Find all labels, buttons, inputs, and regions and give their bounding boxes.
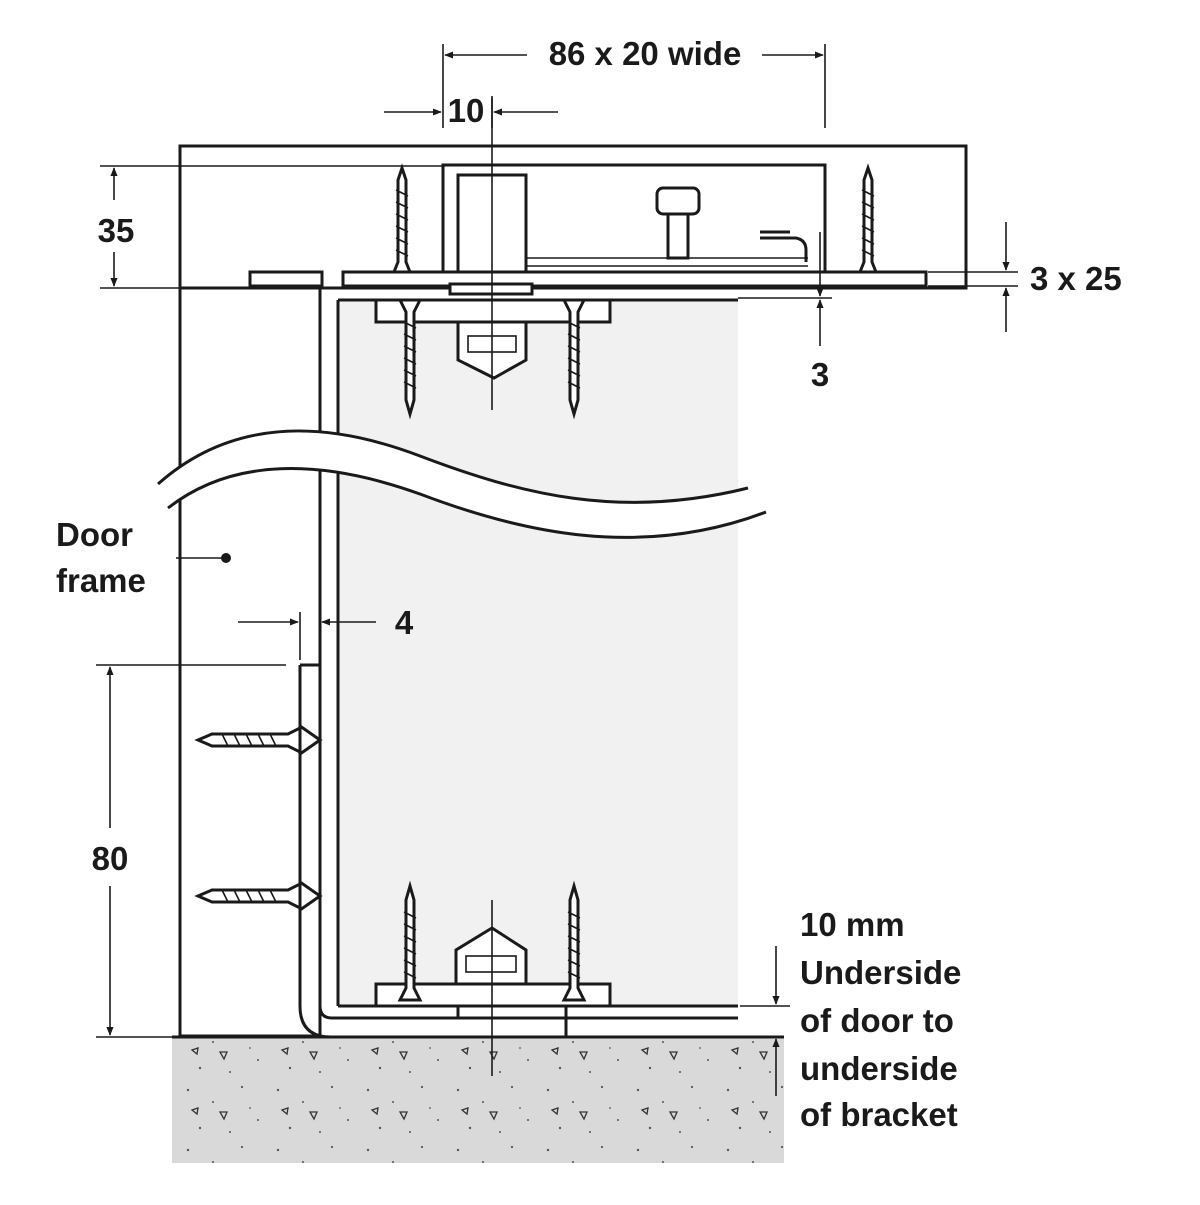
dim-height-80-label: 80 [92,840,129,877]
bottom-note-line5: of bracket [800,1096,958,1133]
floor-pivot-plate [456,1004,568,1020]
door-leaf [338,300,738,1006]
bottom-note-line1: 10 mm [800,906,905,943]
dim-offset-10-label: 10 [448,92,485,129]
dim-height-35-label: 35 [98,212,135,249]
screw-lintel-right [857,163,879,274]
spring-clip [760,236,808,262]
door-frame-label-line1: Door [56,516,133,553]
top-plate [341,270,928,288]
screw-bottom-bracket-left [397,880,423,1002]
screw-frame-upper [194,723,323,757]
dim-gap-4-label: 4 [395,604,414,641]
dim-plate-label: 3 x 25 [1030,260,1122,297]
screw-frame-lower [194,879,323,913]
door-frame-pointer-dot [221,553,231,563]
screw-top-bracket-left [397,298,423,420]
screw-bottom-bracket-right [561,880,587,1002]
bottom-note-line2: Underside [800,954,961,991]
dim-gap-3-label: 3 [811,356,829,393]
break-line [158,430,766,538]
dim-width-label: 86 x 20 wide [549,35,742,72]
bottom-note-line4: underside [800,1050,958,1087]
bottom-note-line3: of door to [800,1002,954,1039]
door-frame [178,286,322,1038]
screw-lintel-left [391,163,413,274]
floor-angle-bracket [318,288,738,1020]
floor-concrete [172,1037,784,1163]
adjusting-bolt [655,186,701,260]
screw-top-bracket-right [561,298,587,420]
door-frame-label-line2: frame [56,562,146,599]
